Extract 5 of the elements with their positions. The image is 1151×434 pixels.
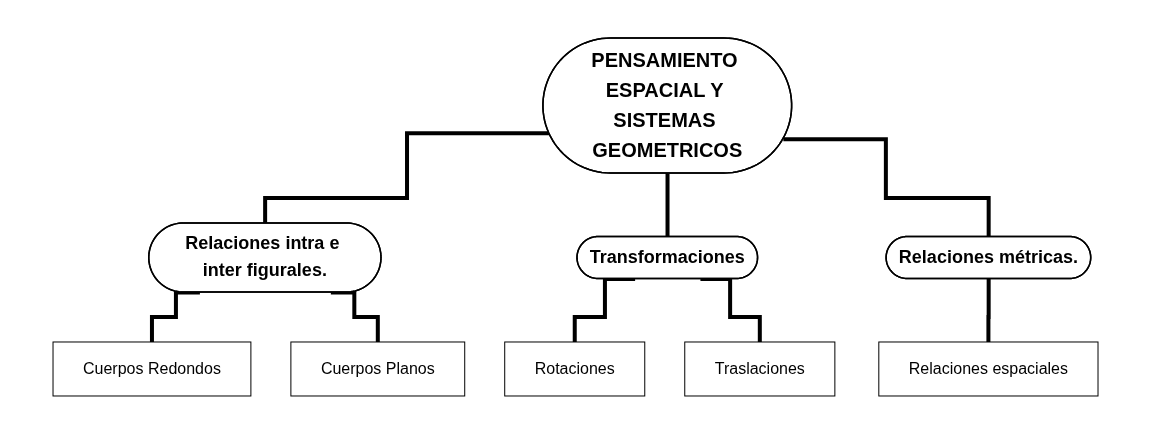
node-box: Rotaciones [504, 341, 646, 397]
node-box: Traslaciones [684, 341, 836, 397]
node-box: Cuerpos Redondos [52, 341, 252, 397]
node-box: Relaciones espaciales [878, 341, 1099, 397]
node-box: Cuerpos Planos [290, 341, 466, 397]
